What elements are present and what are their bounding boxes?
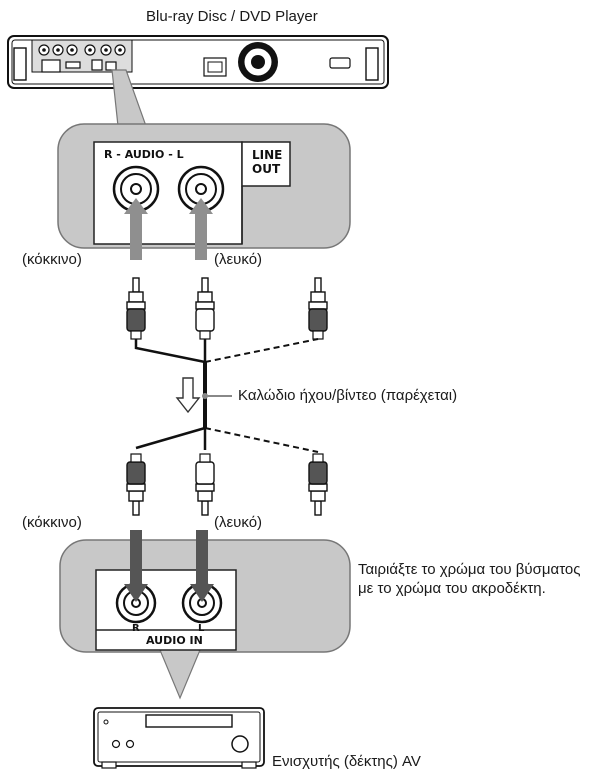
- top-white-label: (λευκό): [214, 251, 263, 268]
- input-r-label: R: [132, 623, 140, 634]
- color-match-note-line-2: με το χρώμα του ακροδέκτη.: [358, 580, 546, 597]
- plug-red-bottom-icon: [126, 453, 146, 516]
- bottom-red-label: (κόκκινο): [22, 514, 82, 531]
- cable-marker-icon: [202, 393, 208, 399]
- player-label: Blu-ray Disc / DVD Player: [146, 8, 318, 25]
- line-out-label-2: OUT: [252, 162, 281, 176]
- color-match-note-line-1: Ταιριάξτε το χρώμα του βύσματος: [358, 561, 581, 578]
- plug-yellow-top-icon: [308, 277, 328, 340]
- top-red-label: (κόκκινο): [22, 251, 82, 268]
- input-l-label: L: [198, 623, 205, 634]
- bluray-player-icon: [7, 35, 389, 89]
- line-out-label-1: LINE: [252, 148, 283, 162]
- audio-out-label: R - AUDIO - L: [104, 148, 184, 161]
- audio-in-label: AUDIO IN: [146, 634, 203, 647]
- cable-label: Καλώδιο ήχου/βίντεο (παρέχεται): [238, 387, 458, 404]
- av-receiver-icon: [93, 707, 265, 769]
- plug-yellow-bottom-icon: [308, 453, 328, 516]
- arrow-up-icon: [124, 198, 213, 260]
- receiver-label: Ενισχυτής (δέκτης) AV: [272, 753, 421, 770]
- plug-red-top-icon: [126, 277, 146, 340]
- plug-white-bottom-icon: [195, 453, 215, 516]
- arrow-down-icon: [124, 530, 214, 602]
- bottom-white-label: (λευκό): [214, 514, 263, 531]
- arrow-down-outline-icon: [175, 377, 201, 414]
- plug-white-top-icon: [195, 277, 215, 340]
